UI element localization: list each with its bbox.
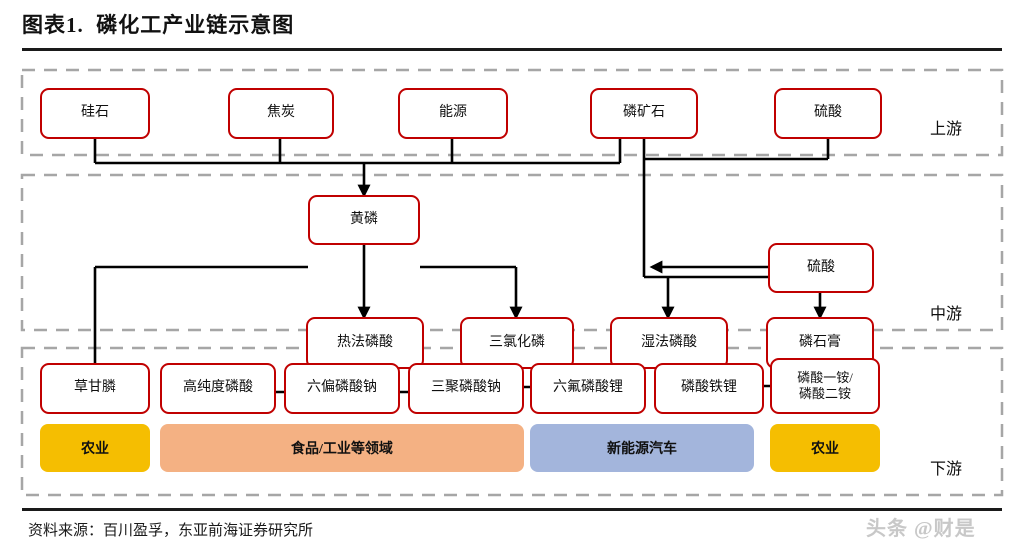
appbar-new-energy-vehicle[interactable]: 新能源汽车 bbox=[530, 424, 754, 472]
node-huanglin[interactable]: 黄磷 bbox=[308, 195, 420, 245]
title-divider bbox=[22, 48, 1002, 51]
node-liusuan-upstream[interactable]: 硫酸 bbox=[774, 88, 882, 139]
title-bar: 图表1. 磷化工产业链示意图 bbox=[22, 8, 1002, 50]
value-chain-diagram: 上游 中游 下游 硅石 焦炭 能源 磷矿石 硫酸 黄磷 硫酸 热法磷酸 三氯化磷… bbox=[0, 55, 1024, 505]
appbar-agriculture-left[interactable]: 农业 bbox=[40, 424, 150, 472]
node-liupian-linsuanna[interactable]: 六偏磷酸钠 bbox=[284, 363, 400, 414]
tier-label-upstream: 上游 bbox=[930, 121, 963, 138]
node-sanlvhualin[interactable]: 三氯化磷 bbox=[460, 317, 574, 369]
node-jiaotan[interactable]: 焦炭 bbox=[228, 88, 334, 139]
tier-box-midstream bbox=[20, 173, 1004, 332]
tier-label-midstream: 中游 bbox=[930, 306, 963, 323]
appbar-agriculture-right[interactable]: 农业 bbox=[770, 424, 880, 472]
node-liusuan-midstream[interactable]: 硫酸 bbox=[768, 243, 874, 293]
node-sanju-linsuanna[interactable]: 三聚磷酸钠 bbox=[408, 363, 524, 414]
node-linkuangshi[interactable]: 磷矿石 bbox=[590, 88, 698, 139]
node-refa-linsuan[interactable]: 热法磷酸 bbox=[306, 317, 424, 369]
tier-box-upstream bbox=[20, 68, 1004, 157]
page-title: 图表1. 磷化工产业链示意图 bbox=[22, 13, 295, 37]
appbar-food-industry[interactable]: 食品/工业等领域 bbox=[160, 424, 524, 472]
footer-divider bbox=[22, 508, 1002, 511]
node-liufu-linsuanli[interactable]: 六氟磷酸锂 bbox=[530, 363, 646, 414]
node-caoganlin[interactable]: 草甘膦 bbox=[40, 363, 150, 414]
source-note: 资料来源：百川盈孚，东亚前海证券研究所 bbox=[28, 523, 314, 539]
node-guishi[interactable]: 硅石 bbox=[40, 88, 150, 139]
node-shifa-linsuan[interactable]: 湿法磷酸 bbox=[610, 317, 728, 369]
watermark: 头条 @财是 bbox=[866, 518, 976, 540]
node-linsuan-tieli[interactable]: 磷酸铁锂 bbox=[654, 363, 764, 414]
node-nengyuan[interactable]: 能源 bbox=[398, 88, 508, 139]
tier-label-downstream: 下游 bbox=[930, 461, 963, 478]
node-linsuan-yian-erian[interactable]: 磷酸一铵/ 磷酸二铵 bbox=[770, 358, 880, 414]
node-gaochundu-linsuan[interactable]: 高纯度磷酸 bbox=[160, 363, 276, 414]
